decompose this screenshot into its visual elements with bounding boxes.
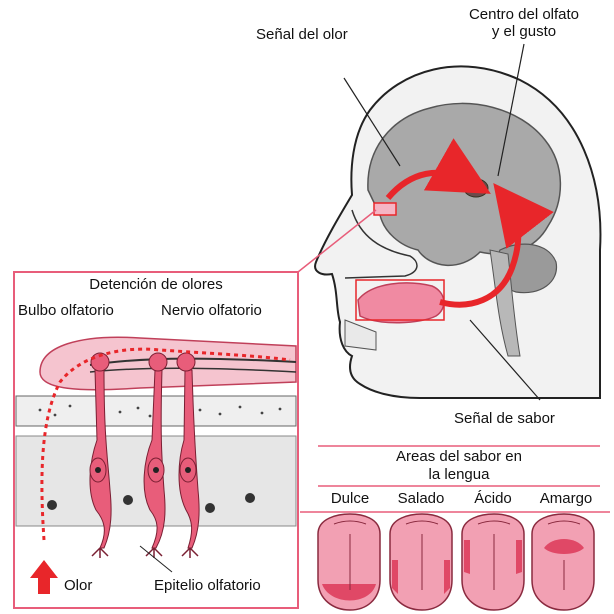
olfactory-bulb bbox=[40, 337, 296, 389]
label-bulbo: Bulbo olfatorio bbox=[18, 302, 114, 320]
tongue-label-acido: Ácido bbox=[460, 490, 526, 508]
tongue-amargo bbox=[532, 514, 594, 610]
label-nervio: Nervio olfatorio bbox=[161, 302, 262, 320]
label-centro-line1: Centro del olfato bbox=[440, 6, 608, 24]
label-olor: Olor bbox=[64, 577, 92, 595]
label-senal-olor: Señal del olor bbox=[256, 26, 348, 44]
tongue-label-salado: Salado bbox=[386, 490, 456, 508]
label-centro-line2: y el gusto bbox=[440, 23, 608, 41]
label-senal-sabor: Señal de sabor bbox=[454, 410, 555, 428]
tongue-label-dulce: Dulce bbox=[318, 490, 382, 508]
head-illustration bbox=[315, 44, 600, 400]
tongue-label-amargo: Amargo bbox=[530, 490, 602, 508]
label-epitelio: Epitelio olfatorio bbox=[154, 577, 261, 595]
tongue-dulce bbox=[318, 514, 380, 610]
olfactory-highlight-box bbox=[374, 203, 396, 215]
tongue-acido bbox=[462, 514, 524, 610]
label-detencion: Detención de olores bbox=[14, 276, 298, 294]
tongue-salado bbox=[390, 514, 452, 610]
label-areas-line1: Areas del sabor en bbox=[318, 448, 600, 466]
label-areas-line2: la lengua bbox=[318, 466, 600, 484]
